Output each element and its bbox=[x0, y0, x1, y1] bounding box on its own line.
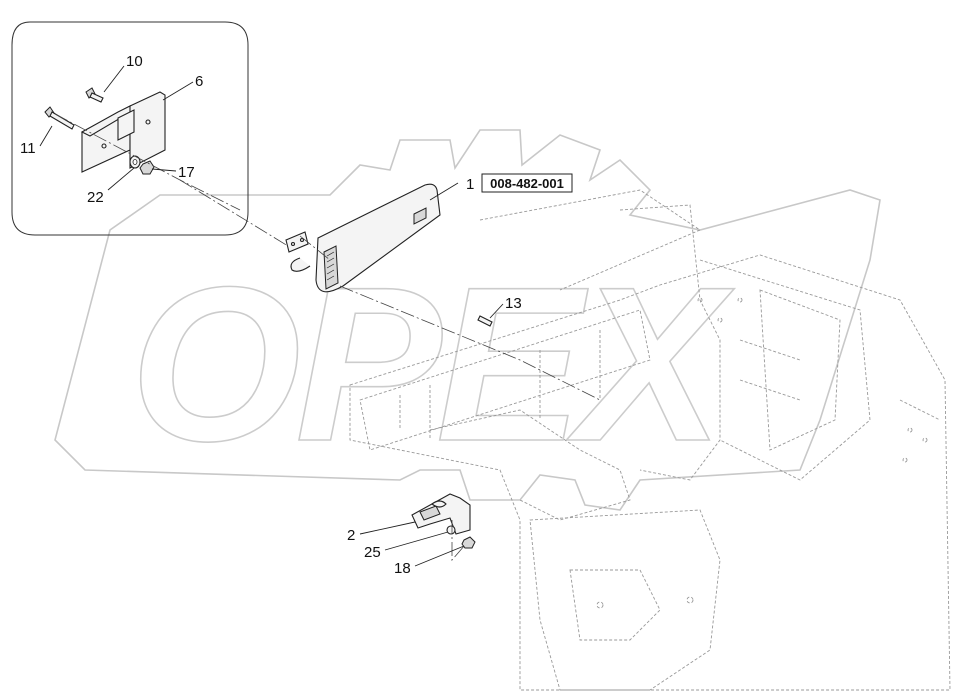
callout-6: 6 bbox=[195, 73, 203, 90]
hinge-bracket-small bbox=[285, 231, 309, 253]
part-code-text: 008-482-001 bbox=[490, 176, 564, 191]
opex-watermark: OPEX bbox=[54, 129, 881, 511]
nut-17 bbox=[139, 160, 155, 175]
cover-plate bbox=[290, 183, 441, 293]
leader-lines bbox=[39, 65, 504, 567]
nut-18 bbox=[461, 536, 476, 549]
watermark-text: OPEX bbox=[130, 241, 735, 487]
bracket-2 bbox=[411, 493, 471, 535]
cover-latch bbox=[413, 207, 427, 225]
bolt-13 bbox=[477, 315, 493, 327]
tractor-frame bbox=[349, 189, 951, 691]
hinge-block bbox=[129, 91, 166, 169]
callout-22: 22 bbox=[87, 189, 104, 206]
part-code-box: 008-482-001 bbox=[481, 173, 573, 193]
callout-10: 10 bbox=[126, 53, 143, 70]
callout-1: 1 bbox=[466, 176, 474, 193]
callout-13: 13 bbox=[505, 295, 522, 312]
hinge-assembly bbox=[44, 87, 241, 211]
washer-25 bbox=[446, 525, 456, 535]
cover-plate-body bbox=[315, 183, 441, 293]
callout-25: 25 bbox=[364, 544, 381, 561]
watermark-gear bbox=[54, 129, 881, 511]
callout-18: 18 bbox=[394, 560, 411, 577]
callout-17: 17 bbox=[178, 164, 195, 181]
retaining-clip bbox=[290, 257, 311, 272]
callout-11: 11 bbox=[20, 140, 36, 157]
callout-2: 2 bbox=[347, 527, 355, 544]
detail-inset-box bbox=[11, 21, 249, 236]
callout-labels: 10 6 11 17 22 1 13 2 25 18 bbox=[20, 53, 522, 577]
